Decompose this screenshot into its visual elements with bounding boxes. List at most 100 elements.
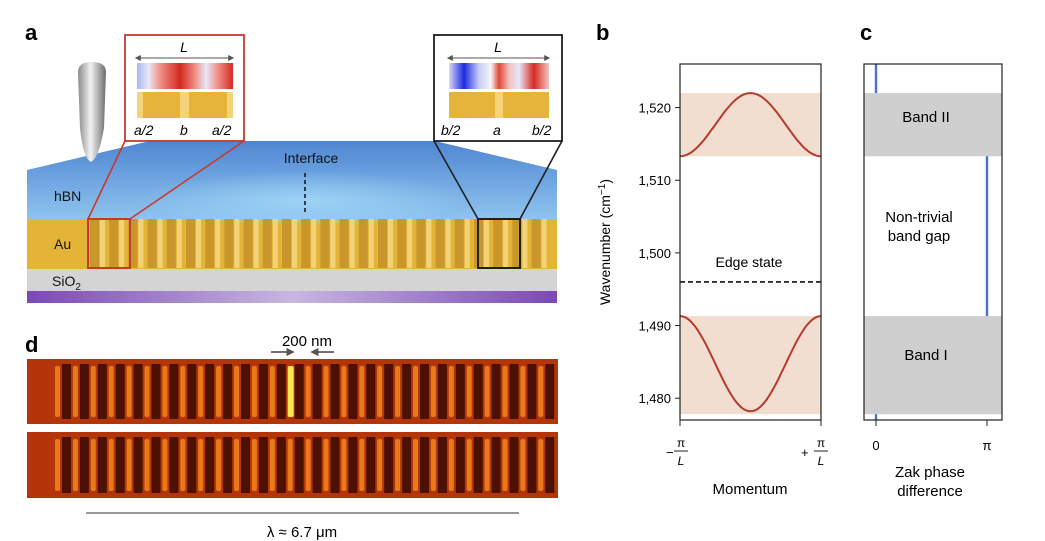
near-field-bright-stripe	[126, 439, 132, 491]
zoom-line-left-a	[87, 140, 126, 220]
grating-stripe	[243, 219, 253, 268]
near-field-stripes-top	[55, 364, 555, 419]
x-tick-plus: + π L	[801, 420, 828, 468]
near-field-dark-stripe	[294, 437, 304, 493]
unit-cell-right-highlight	[477, 218, 521, 269]
near-field-dark-stripe	[402, 364, 412, 419]
substrate-layer	[27, 291, 557, 303]
x-axis-label: Momentum	[712, 481, 787, 498]
grating-stripe-light	[292, 219, 297, 268]
near-field-bright-stripe	[520, 439, 526, 491]
near-field-bright-stripe	[377, 366, 383, 417]
label-sio2: SiO2	[52, 273, 81, 293]
grating-stripe	[512, 219, 522, 268]
grating-stripe	[397, 219, 407, 268]
grating-stripe	[224, 219, 234, 268]
near-field-dark-stripe	[151, 437, 161, 493]
near-field-bright-stripe	[180, 366, 186, 417]
zoom-line-left-b	[129, 140, 245, 220]
near-field-dark-stripe	[97, 437, 107, 493]
near-field-bright-stripe	[287, 366, 294, 417]
zoom-line-right-a	[433, 140, 479, 220]
near-field-dark-stripe	[62, 437, 71, 493]
near-field-bright-stripe	[198, 366, 204, 417]
near-field-bright-stripe	[251, 439, 257, 491]
near-field-dark-stripe	[473, 437, 483, 493]
near-field-dark-stripe	[115, 437, 125, 493]
near-field-dark-stripe	[79, 437, 89, 493]
zak-label-line2: difference	[897, 483, 963, 500]
near-field-dark-stripe	[330, 437, 340, 493]
panel-c: c Band II Non-trivial band gap Band I 0 …	[860, 20, 1003, 500]
grating-stripe	[109, 219, 119, 268]
grating-stripe-light	[100, 219, 105, 268]
wavelength-label: λ ≈ 6.7 μm	[267, 524, 337, 541]
grating-stripe-light	[272, 219, 278, 268]
inset-left-dim-3: a/2	[212, 122, 232, 138]
near-field-dark-stripe	[437, 437, 447, 493]
near-field-bright-stripe	[55, 366, 60, 417]
grating-stripe	[90, 219, 99, 268]
near-field-bright-stripe	[430, 366, 436, 417]
label-hbn: hBN	[54, 188, 81, 204]
near-field-bright-stripe	[502, 439, 508, 491]
gap-label-line2: band gap	[888, 228, 951, 245]
band-ii-label: Band II	[902, 109, 950, 126]
near-field-bright-stripe	[323, 366, 329, 417]
grating-stripe	[531, 219, 541, 268]
near-field-bright-stripe	[484, 366, 490, 417]
grating-stripe	[358, 219, 368, 268]
near-field-dark-stripe	[312, 437, 322, 493]
y-tick-label: 1,520	[638, 101, 671, 116]
y-tick-label: 1,510	[638, 173, 671, 188]
grating-stripe-light	[157, 219, 163, 268]
near-field-dark-stripe	[241, 437, 250, 493]
near-field-dark-stripe	[276, 437, 286, 493]
near-field-dark-stripe	[545, 437, 555, 493]
grating-stripe-light	[138, 219, 144, 268]
near-field-bright-stripe	[305, 439, 311, 491]
inset-right-period: L	[494, 39, 502, 55]
grating-stripe-light	[215, 219, 221, 268]
scale-label: 200 nm	[282, 333, 332, 350]
grating-stripe	[493, 219, 503, 268]
near-field-bright-stripe	[180, 439, 186, 491]
near-field-dark-stripe	[509, 364, 519, 419]
grating-stripe	[282, 219, 291, 268]
near-field-bright-stripe	[144, 366, 150, 417]
grating-stripe	[262, 219, 272, 268]
band-region-upper	[680, 93, 821, 157]
near-field-dark-stripe	[348, 437, 358, 493]
near-field-dark-stripe	[455, 437, 465, 493]
near-field-dark-stripe	[366, 364, 376, 419]
grating-stripe-light	[368, 219, 374, 268]
grating-stripe-light	[349, 219, 355, 268]
near-field-dark-stripe	[133, 437, 143, 493]
near-field-dark-stripe	[491, 437, 501, 493]
near-field-dark-stripe	[223, 437, 233, 493]
x-tick-pi: π	[983, 438, 992, 453]
panel-label-b: b	[596, 20, 609, 45]
near-field-dark-stripe	[294, 364, 304, 419]
near-field-dark-stripe	[187, 364, 197, 419]
band-curve-upper	[679, 92, 822, 158]
grating-stripe	[339, 219, 349, 268]
panel-a: a hBN Au SiO2 Interface L a	[25, 20, 563, 303]
near-field-dark-stripe	[187, 437, 197, 493]
grating-stripe-light	[176, 219, 182, 268]
label-au: Au	[54, 236, 71, 252]
near-field-bright-stripe	[395, 439, 401, 491]
y-tick-label: 1,490	[638, 319, 671, 334]
inset-left: L a/2 b a/2	[124, 34, 245, 142]
y-tick-label: 1,480	[638, 391, 671, 406]
grating-stripe-light	[484, 219, 489, 268]
near-field-bright-stripe	[341, 366, 347, 417]
grating-stripe-light	[426, 219, 432, 268]
grating-stripe-light	[253, 219, 259, 268]
near-field-bright-stripe	[234, 366, 239, 417]
grating-stripe-light	[234, 219, 240, 268]
plot-frame-c	[863, 63, 1003, 421]
grating-stripe-light	[196, 219, 201, 268]
grating-stripe	[454, 219, 464, 268]
near-field-bright-stripe	[377, 439, 383, 491]
